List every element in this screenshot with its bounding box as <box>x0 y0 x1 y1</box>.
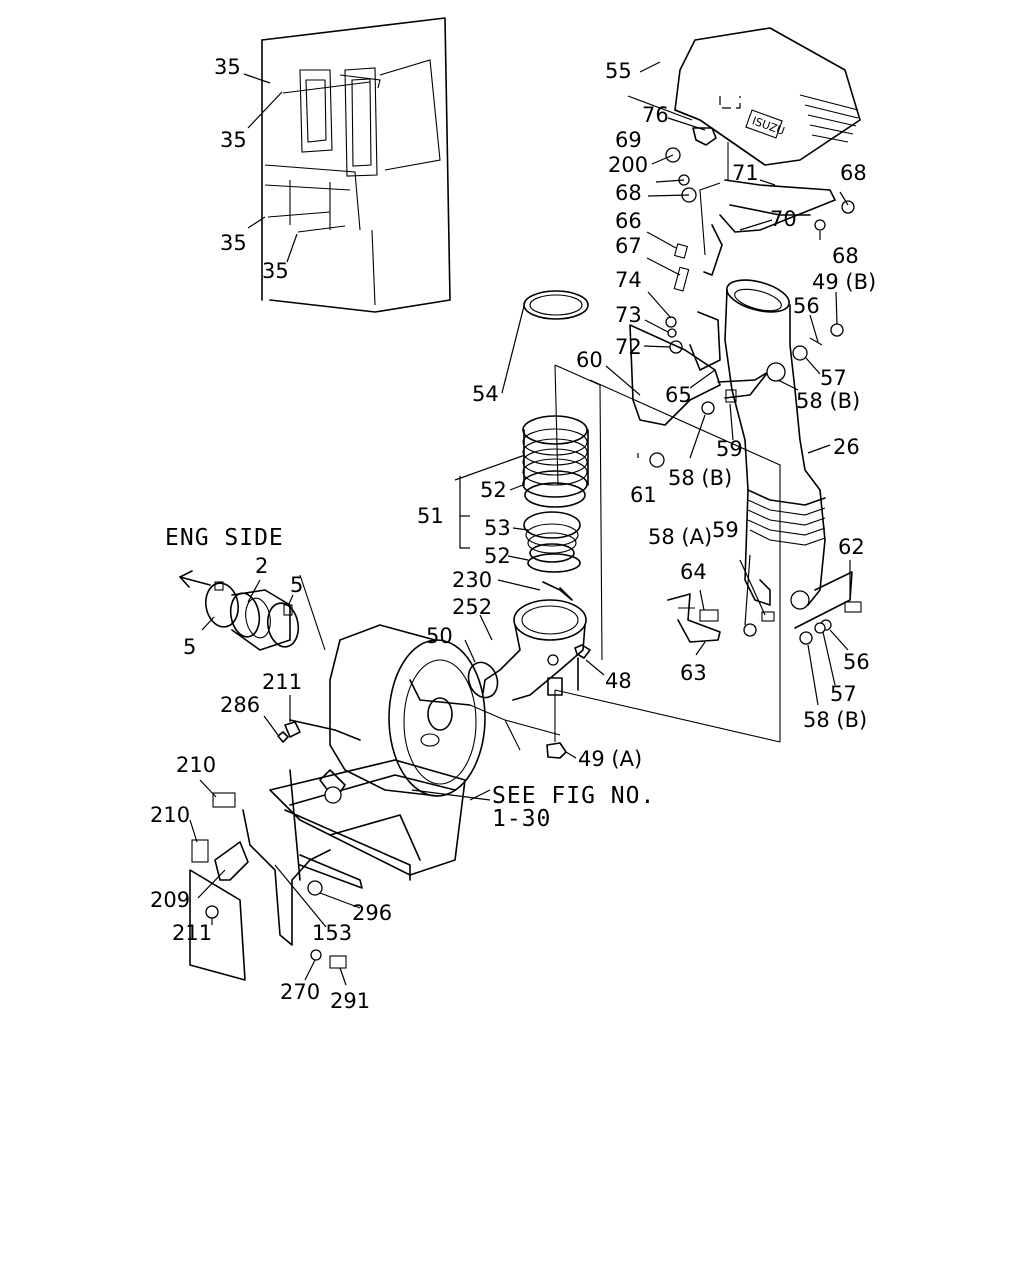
callout-label: 49 (A) <box>578 747 642 771</box>
callout-label: 56 <box>793 294 820 318</box>
callout-labels: 35 35 35 35 55 76 69 200 68 71 68 66 70 … <box>150 55 876 1013</box>
callout-label: 2 <box>255 554 268 578</box>
callout-label: 54 <box>472 382 499 406</box>
callout-label: 35 <box>220 231 247 255</box>
callout-label: 230 <box>452 568 492 592</box>
see-figure-number: 1-30 <box>492 806 551 832</box>
callout-label: 61 <box>630 483 657 507</box>
callout-label: 209 <box>150 888 190 912</box>
callout-label: 59 <box>716 437 743 461</box>
leader-lines <box>189 61 851 986</box>
callout-label: 49 (B) <box>812 270 876 294</box>
callout-label: 58 (B) <box>796 389 860 413</box>
callout-label: 55 <box>605 59 632 83</box>
callout-label: 53 <box>484 516 511 540</box>
assembly-lines <box>469 142 781 751</box>
callout-label: 68 <box>840 161 867 185</box>
callout-label: 59 <box>712 518 739 542</box>
callout-label: 52 <box>484 544 511 568</box>
callout-label: 5 <box>290 573 303 597</box>
see-figure-note: SEE FIG NO. <box>492 783 655 809</box>
callout-label: 35 <box>262 259 289 283</box>
callout-label: 73 <box>615 303 642 327</box>
callout-label: 35 <box>214 55 241 79</box>
callout-label: 74 <box>615 268 642 292</box>
intake-duct <box>724 279 844 610</box>
support-brackets <box>629 179 855 468</box>
callout-label: 72 <box>615 335 642 359</box>
callout-label: 296 <box>352 901 392 925</box>
isuzu-badge: ISUZU <box>750 114 786 138</box>
callout-label: 211 <box>172 921 212 945</box>
callout-label: 26 <box>833 435 860 459</box>
callout-label: 63 <box>680 661 707 685</box>
callout-label: 286 <box>220 693 260 717</box>
callout-label: 66 <box>615 209 642 233</box>
callout-label: 211 <box>262 670 302 694</box>
callout-label: 76 <box>642 103 669 127</box>
callout-label: 35 <box>220 128 247 152</box>
callout-label: 60 <box>576 348 603 372</box>
diagram-notes: ENG SIDE SEE FIG NO. 1-30 <box>165 525 655 832</box>
callout-label: 58 (A) <box>648 525 712 549</box>
callout-label: 291 <box>330 989 370 1013</box>
intake-elbow <box>467 581 591 759</box>
callout-label: 50 <box>426 624 453 648</box>
mounting-bracket <box>189 679 471 981</box>
callout-label: 70 <box>770 207 797 231</box>
bellows-assembly <box>522 290 589 573</box>
callout-label: 68 <box>832 244 859 268</box>
intake-cover: ISUZU <box>665 27 861 203</box>
callout-label: 51 <box>417 504 444 528</box>
callout-label: 52 <box>480 478 507 502</box>
callout-label: 57 <box>820 366 847 390</box>
callout-label: 58 (B) <box>668 466 732 490</box>
callout-label: 71 <box>732 161 759 185</box>
callout-label: 270 <box>280 980 320 1004</box>
callout-label: 5 <box>183 635 196 659</box>
callout-label: 210 <box>150 803 190 827</box>
callout-label: 48 <box>605 669 632 693</box>
lower-right-hardware <box>667 571 862 645</box>
callout-label: 252 <box>452 595 492 619</box>
air-cleaner <box>299 574 486 797</box>
callout-label: 57 <box>830 682 857 706</box>
callout-label: 56 <box>843 650 870 674</box>
callout-label: 65 <box>665 383 692 407</box>
cab-rear-panel <box>261 17 451 313</box>
callout-label: 153 <box>312 921 352 945</box>
callout-label: 68 <box>615 181 642 205</box>
callout-label: 67 <box>615 234 642 258</box>
callout-label: 62 <box>838 535 865 559</box>
callout-label: 58 (B) <box>803 708 867 732</box>
callout-label: 200 <box>608 153 648 177</box>
inlet-hose <box>179 570 300 651</box>
callout-label: 64 <box>680 560 707 584</box>
callout-label: 69 <box>615 128 642 152</box>
callout-label: 210 <box>176 753 216 777</box>
engine-side-note: ENG SIDE <box>165 525 284 551</box>
